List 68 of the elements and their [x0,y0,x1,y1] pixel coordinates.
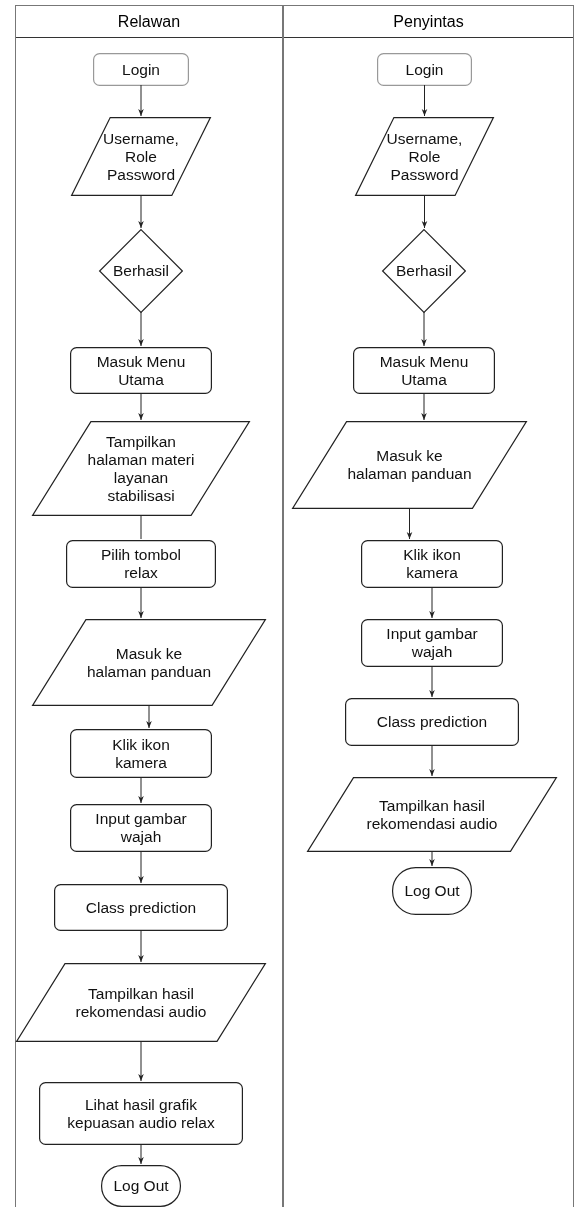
step-label: Tampilkan hasil rekomendasi audio [74,984,208,1021]
step-label: Lihat hasil grafik kepuasan audio relax [66,1095,216,1132]
arrow [421,311,427,347]
lane-title: Relawan [16,6,282,38]
step-label: Input gambar wajah [94,810,188,846]
input-output-parallelogram [16,963,266,1042]
arrow [138,586,144,619]
arrow [138,392,144,421]
input-output-parallelogram [71,117,211,196]
arrow [138,311,144,347]
step-label: Username, Role Password [102,129,180,184]
step-label: Class prediction [376,713,488,731]
decision-diamond [99,229,183,313]
arrow [429,586,435,619]
arrow [138,84,144,117]
process-box [70,804,212,852]
process-box [345,698,519,746]
arrow [429,850,435,867]
lane-title: Penyintas [284,6,573,38]
process-box [70,729,212,778]
arrow [429,744,435,777]
start-box [377,53,472,86]
decision-diamond [382,229,466,313]
input-output-parallelogram [32,619,266,706]
arrow [138,850,144,884]
process-box [361,619,503,667]
process-box [361,540,503,588]
input-output-parallelogram [307,777,557,852]
step-label: Pilih tombol relax [99,546,183,582]
start-box [93,53,189,86]
arrow [138,1040,144,1082]
arrow [138,1143,144,1165]
process-box [39,1082,243,1145]
arrow [421,194,428,229]
arrow [421,84,428,117]
arrow [138,929,144,963]
step-label: Masuk ke halaman panduan [85,644,213,681]
arrow [146,704,152,729]
step-label: Input gambar wajah [385,625,479,661]
step-label: Log Out [113,1177,169,1195]
step-label: Berhasil [396,262,452,280]
input-output-parallelogram [32,421,250,516]
step-label: Tampilkan hasil rekomendasi audio [365,796,499,833]
process-box [66,540,216,588]
step-label: Masuk Menu Utama [95,352,187,389]
step-label: Login [405,60,444,79]
input-output-parallelogram [355,117,494,196]
process-box [353,347,495,394]
step-label: Tampilkan halaman materi layanan stabilisasi [86,432,196,505]
step-label: Log Out [404,882,460,900]
arrow [421,392,427,421]
swimlane [15,5,283,1207]
step-label: Klik ikon kamera [111,735,171,772]
step-label: Class prediction [85,898,197,917]
arrow [138,776,144,804]
step-label: Berhasil [113,262,169,280]
input-output-parallelogram [292,421,527,509]
arrow [138,194,144,229]
step-label: Masuk Menu Utama [378,352,470,389]
arrow [406,507,413,540]
step-label: Username, Role Password [385,129,464,184]
swimlane [283,5,574,1207]
arrow [429,665,435,698]
step-label: Login [122,60,160,79]
step-label: Masuk ke halaman panduan [346,447,473,483]
process-box [54,884,228,931]
step-label: Klik ikon kamera [402,546,462,582]
process-box [70,347,212,394]
